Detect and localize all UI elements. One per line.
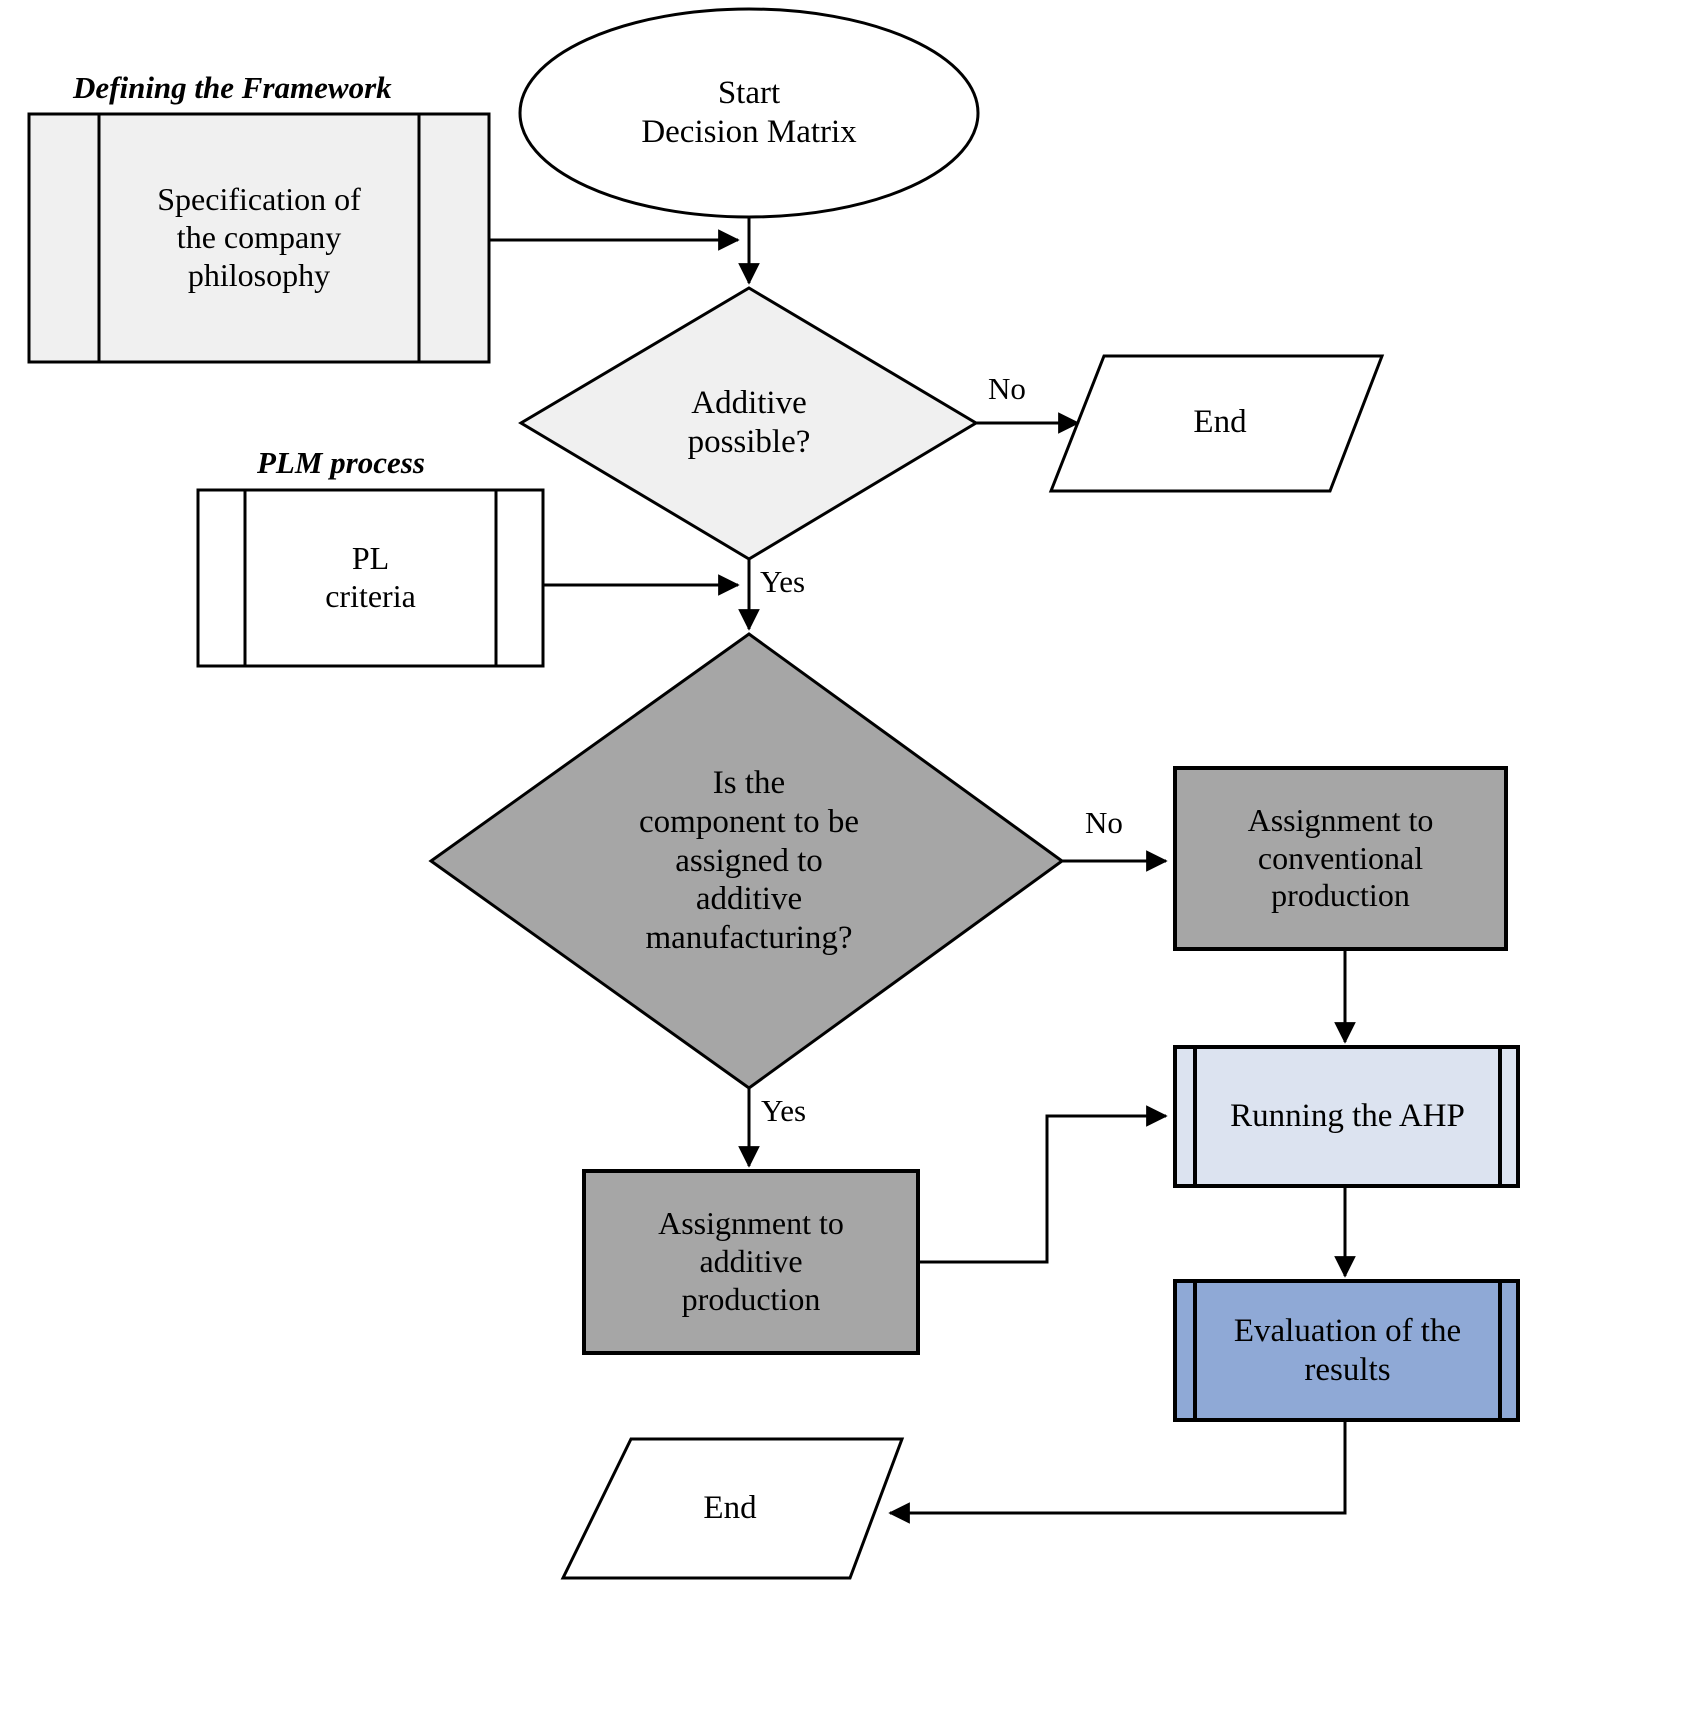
node-pl-criteria[interactable]: [196, 488, 545, 668]
hit-spec-company-philosophy[interactable]: [29, 114, 489, 362]
edge-label-component-additive-yes: Yes: [761, 1093, 807, 1128]
node-spec-company-philosophy[interactable]: [27, 112, 491, 364]
edge-evaluation-to-end-bottom: [888, 1420, 1347, 1524]
hit-component-additive[interactable]: [431, 634, 1062, 1088]
lane-title-plm-process: PLM process: [257, 445, 425, 480]
node-end-bottom[interactable]: [560, 1437, 905, 1580]
node-assignment-conventional[interactable]: [1173, 766, 1508, 951]
edge-label-component-additive-no: No: [1085, 805, 1123, 840]
node-evaluation-results[interactable]: [1173, 1279, 1520, 1422]
hit-end-bottom[interactable]: [563, 1439, 902, 1578]
lane-title-framework: Defining the Framework: [73, 70, 392, 105]
node-running-ahp[interactable]: [1173, 1045, 1520, 1188]
hit-assignment-conventional[interactable]: [1175, 768, 1506, 949]
hit-assignment-additive[interactable]: [584, 1171, 918, 1353]
hit-additive-possible[interactable]: [521, 288, 976, 559]
node-assignment-additive[interactable]: [582, 1169, 920, 1355]
hit-running-ahp[interactable]: [1175, 1047, 1518, 1186]
edge-label-additive-possible-no: No: [988, 371, 1026, 406]
hit-start[interactable]: [520, 9, 978, 217]
hit-end-top[interactable]: [1051, 356, 1382, 491]
edge-additive-to-ahp: [918, 1105, 1168, 1264]
edge-label-additive-possible-yes: Yes: [760, 564, 806, 599]
node-end-top[interactable]: [1048, 354, 1385, 493]
hit-evaluation-results[interactable]: [1175, 1281, 1518, 1420]
